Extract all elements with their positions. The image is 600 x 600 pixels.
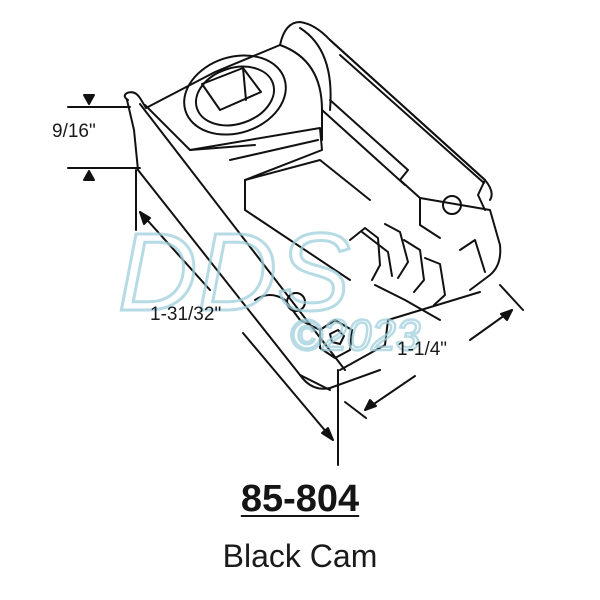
width-dimension-label: 1-1/4" [397, 339, 448, 360]
height-dimension-label: 9/16" [52, 121, 96, 142]
part-number: 85-804 [240, 478, 360, 520]
width-dimension-lines [344, 284, 524, 419]
height-dimension-lines [67, 94, 141, 181]
length-dimension-label: 1-31/32" [150, 304, 222, 325]
cam-body [123, 21, 502, 391]
part-name: Black Cam [222, 538, 378, 574]
